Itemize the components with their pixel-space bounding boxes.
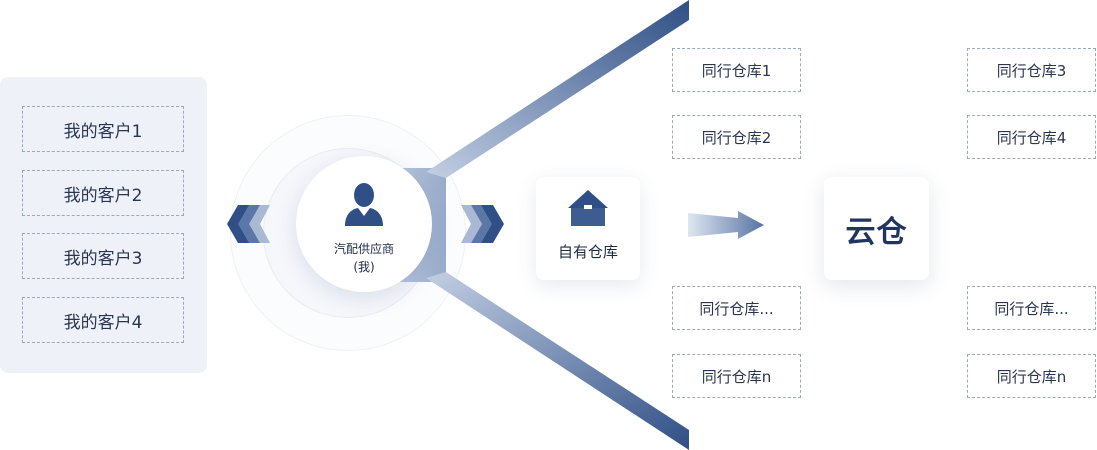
cloud-warehouse-card: 云仓 [824, 177, 929, 280]
customer-box: 我的客户1 [22, 106, 184, 152]
own-warehouse-label: 自有仓库 [557, 243, 618, 261]
peer-warehouse-label: 同行仓库n [996, 367, 1067, 386]
customer-box: 我的客户2 [22, 170, 184, 216]
peer-warehouse-box: 同行仓库... [672, 286, 801, 330]
fan-arm-upper [426, 0, 689, 178]
peer-warehouse-label: 同行仓库3 [996, 61, 1067, 80]
customer-label: 我的客户3 [63, 248, 143, 269]
customers-panel: 我的客户1 我的客户2 我的客户3 我的客户4 [0, 77, 207, 373]
supplier-label: 汽配供应商 (我) [296, 240, 432, 276]
peer-warehouse-label: 同行仓库... [699, 299, 774, 318]
right-chevrons-icon [461, 205, 504, 243]
customer-box: 我的客户4 [22, 297, 184, 343]
peer-warehouse-label: 同行仓库4 [996, 128, 1067, 147]
peer-warehouse-box: 同行仓库3 [967, 48, 1096, 92]
peer-warehouse-label: 同行仓库... [994, 299, 1069, 318]
peer-warehouse-box: 同行仓库n [967, 354, 1096, 398]
peer-warehouse-label: 同行仓库2 [701, 128, 772, 147]
peer-warehouse-box: 同行仓库1 [672, 48, 801, 92]
fan-arm-lower [426, 272, 689, 450]
supplier-name: 汽配供应商 [333, 242, 394, 256]
customer-label: 我的客户1 [63, 121, 143, 142]
peer-warehouse-box: 同行仓库... [967, 286, 1096, 330]
cloud-warehouse-label: 云仓 [845, 214, 908, 250]
peer-warehouse-box: 同行仓库4 [967, 115, 1096, 159]
customer-label: 我的客户2 [63, 185, 143, 206]
supplier-role: (我) [353, 260, 375, 274]
left-chevrons-icon [227, 205, 270, 243]
peer-warehouse-box: 同行仓库2 [672, 115, 801, 159]
user-icon [345, 183, 383, 226]
customer-box: 我的客户3 [22, 233, 184, 279]
peer-warehouse-box: 同行仓库n [672, 354, 801, 398]
peer-warehouse-label: 同行仓库1 [701, 61, 772, 80]
peer-warehouse-label: 同行仓库n [701, 367, 772, 386]
customer-label: 我的客户4 [63, 312, 143, 333]
own-warehouse-card [536, 177, 640, 280]
arrow-to-cloud-icon [688, 211, 764, 239]
supplier-node [296, 156, 432, 292]
warehouse-icon [568, 190, 608, 226]
